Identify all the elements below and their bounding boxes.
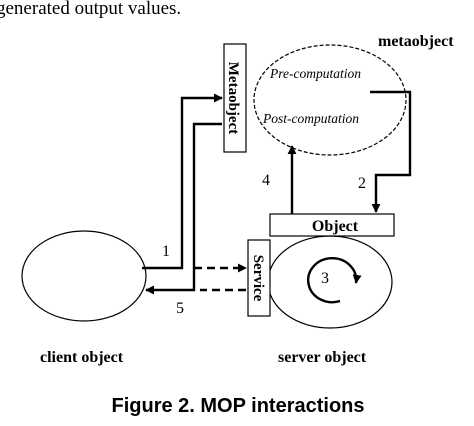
- figure-caption: Figure 2. MOP interactions: [111, 395, 364, 417]
- processing-cycle-arrow: [307, 257, 362, 304]
- object-box-label: Object: [312, 218, 359, 235]
- metaobject-ellipse: [253, 44, 407, 156]
- step-2-label: 2: [358, 175, 366, 192]
- pre-computation-label: Pre-computation: [269, 66, 361, 81]
- step-5-label: 5: [176, 300, 184, 317]
- server-object-label: server object: [278, 349, 367, 366]
- top-text-fragment: generated output values.: [0, 0, 181, 19]
- step-1-label: 1: [162, 243, 170, 260]
- server-object-ellipse: [267, 235, 393, 329]
- metaobject-box: [223, 43, 247, 153]
- step-4-label: 4: [262, 172, 270, 189]
- reply-arrow-to-client: [145, 122, 222, 295]
- request-arrow-to-metaobject: [142, 93, 223, 270]
- pre-computation-arrow: [370, 90, 412, 213]
- service-box-label: Service: [250, 255, 266, 302]
- client-object-label: client object: [40, 349, 124, 366]
- step-3-label: 3: [321, 270, 329, 287]
- service-box: [247, 239, 271, 317]
- metaobject-box-label: Metaobject: [225, 62, 241, 134]
- client-object-ellipse: [21, 230, 147, 322]
- post-computation-label: Post-computation: [262, 111, 359, 126]
- metaobject-label: metaobject: [378, 33, 454, 50]
